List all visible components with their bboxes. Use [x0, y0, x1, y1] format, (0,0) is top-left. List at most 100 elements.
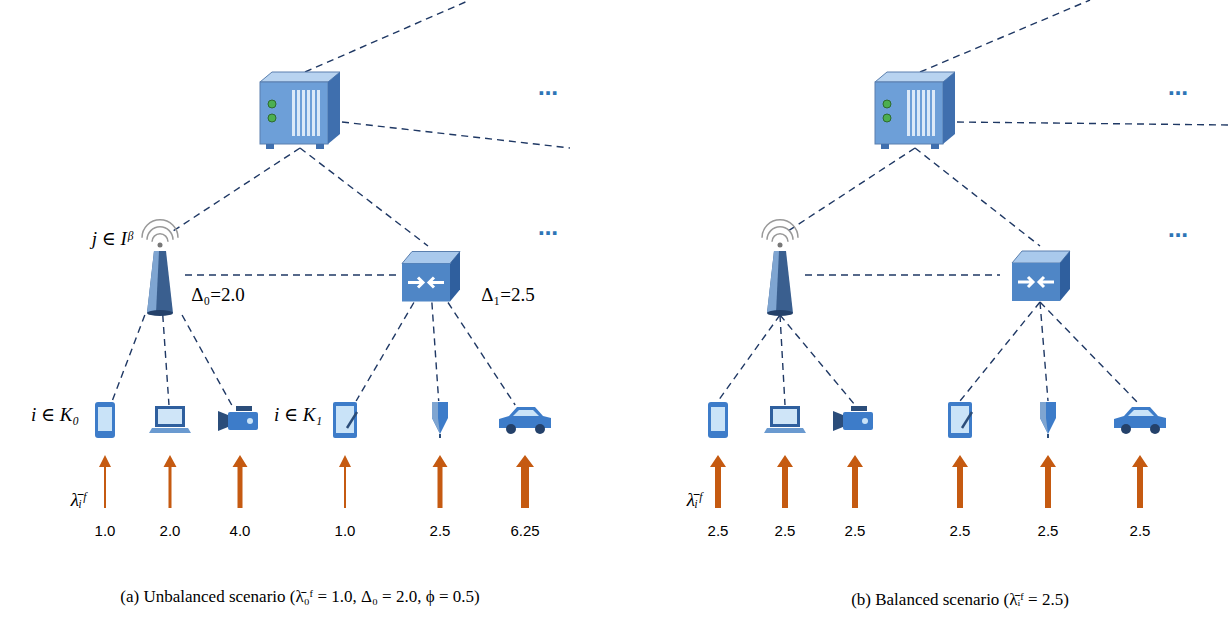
rate-symbol: λ̄ᵢᶠ — [71, 489, 86, 512]
server-icon — [875, 72, 955, 149]
link-line — [342, 122, 570, 148]
device-node: 6.25 — [498, 405, 552, 435]
phone-body — [95, 402, 115, 438]
link-line — [170, 148, 300, 233]
device-node: 2.5 — [1113, 405, 1167, 435]
traffic-arrow — [99, 455, 111, 508]
traffic-arrow — [710, 455, 726, 508]
link-line — [1040, 302, 1048, 401]
switch-arrow — [1039, 277, 1054, 287]
traffic-arrow — [516, 455, 534, 508]
server-led — [883, 100, 891, 108]
link-line — [718, 315, 780, 401]
node-label: Δ₀=2.0 — [191, 284, 244, 307]
probe-body — [432, 402, 448, 434]
switch-front — [402, 263, 450, 301]
tablet-body — [333, 402, 357, 438]
device-node: 2.5 — [707, 401, 729, 439]
probe-body — [1040, 402, 1056, 434]
link-line — [163, 315, 169, 405]
probe-tip — [439, 434, 441, 438]
camera-lens — [218, 411, 228, 431]
node-label: j ∈ Iᵝ — [92, 228, 133, 251]
radio-wave — [147, 227, 173, 240]
rate-value: 1.0 — [95, 522, 116, 540]
camera-handle — [236, 406, 252, 411]
rate-symbol: λ̄ᵢᶠ — [687, 489, 702, 512]
car-wheel — [1150, 424, 1160, 434]
tower-shade — [147, 251, 159, 313]
server-slot — [912, 90, 915, 136]
device-node: 2.5 — [431, 401, 449, 439]
tower-base — [767, 310, 793, 316]
device-node: 2.5 — [1039, 401, 1057, 439]
camera-handle — [851, 406, 867, 411]
phone-screen — [98, 407, 112, 431]
rate-value: 2.5 — [775, 522, 796, 540]
traffic-arrow — [233, 455, 248, 508]
server-front — [875, 82, 943, 144]
switch-node: Δ₁=2.5 — [400, 248, 460, 303]
camera-dot — [247, 418, 253, 424]
base-station-icon — [762, 220, 798, 316]
node-icon — [1113, 405, 1167, 435]
car-wheel — [535, 424, 545, 434]
tablet-body — [948, 402, 972, 438]
rate-value: 1.0 — [335, 522, 356, 540]
radio-wave — [767, 227, 793, 240]
server-slot — [292, 90, 295, 136]
node-icon — [148, 405, 192, 435]
laptop-lid — [155, 406, 185, 427]
base-station: j ∈ IᵝΔ₀=2.0 — [135, 235, 185, 315]
server-led — [268, 100, 276, 108]
server-slot — [907, 90, 910, 136]
link-line — [805, 274, 1000, 275]
link-line — [785, 148, 915, 233]
tower-base — [147, 310, 173, 316]
camera-body — [228, 412, 258, 430]
laptop-screen — [773, 409, 797, 424]
node-icon — [135, 235, 185, 315]
switch-arrow — [408, 277, 423, 287]
server-slot — [297, 90, 300, 136]
node-icon — [400, 248, 460, 303]
link-line — [112, 315, 145, 401]
server-top — [260, 72, 340, 82]
link-line — [920, 0, 1090, 72]
node-icon — [947, 401, 973, 439]
set-label: i ∈ K₁ — [274, 404, 322, 427]
server-slot — [917, 90, 920, 136]
server-slot — [307, 90, 310, 136]
link-line — [185, 274, 400, 275]
server-slot — [312, 90, 315, 136]
node-icon — [94, 401, 116, 439]
phone-body — [708, 402, 728, 438]
switch-arrow — [1018, 277, 1033, 287]
link-line — [432, 303, 439, 402]
camera-body — [843, 412, 873, 430]
node-icon — [332, 401, 358, 439]
node-icon — [217, 405, 263, 435]
rate-value: 2.5 — [845, 522, 866, 540]
traffic-arrow — [164, 455, 177, 508]
radio-wave — [142, 220, 178, 238]
laptop-base — [764, 428, 806, 433]
switch-front — [1012, 263, 1060, 301]
link-line — [960, 302, 1040, 401]
set-label: i ∈ K₀ — [31, 404, 79, 427]
server-foot — [881, 144, 889, 149]
car-wheel — [1121, 424, 1131, 434]
server-slot — [302, 90, 305, 136]
device-node: 1.0 — [94, 401, 116, 439]
node-icon — [431, 401, 449, 439]
link-line — [300, 148, 428, 246]
link-line — [182, 315, 232, 405]
server-foot — [316, 144, 324, 149]
car-wheel — [506, 424, 516, 434]
device-node: 2.0 — [148, 405, 192, 435]
device-node: 4.0 — [217, 405, 263, 435]
rate-value: 2.5 — [1038, 522, 1059, 540]
link-line — [780, 315, 785, 405]
caption: (b) Balanced scenario (λ̄ᵢᶠ = 2.5) — [851, 590, 1069, 610]
